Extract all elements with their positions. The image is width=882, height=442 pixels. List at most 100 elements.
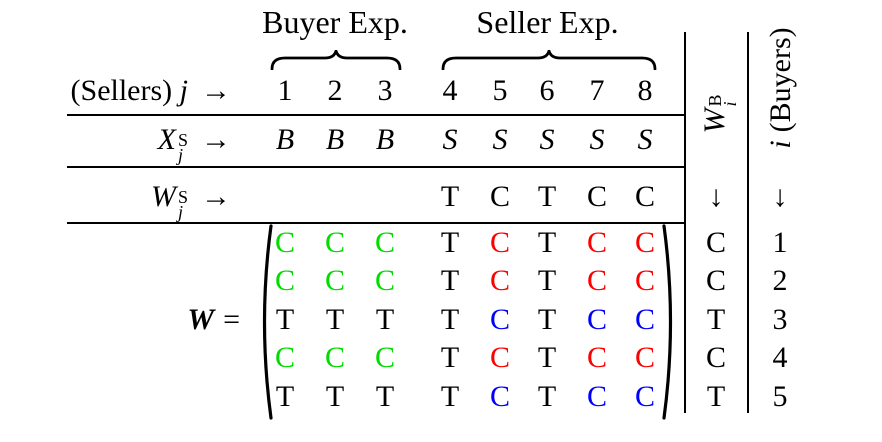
col-number: 7 xyxy=(589,74,605,107)
matrix-cell: C xyxy=(586,226,607,259)
matrix-cell: C xyxy=(374,264,395,297)
matrix-cell: C xyxy=(489,226,510,259)
matrix-cell: C xyxy=(634,380,655,413)
seller-exp-brace-icon xyxy=(441,50,657,70)
matrix-cell: T xyxy=(275,303,295,336)
col-number: 3 xyxy=(377,74,393,107)
matrix-cell: C xyxy=(586,380,607,413)
matrix-row: T T T T C T C C T 5 xyxy=(0,377,882,417)
buyer-index: 2 xyxy=(772,264,788,297)
buyer-exp-brace-icon xyxy=(270,50,402,70)
x-value: S xyxy=(589,123,605,156)
col-number: 6 xyxy=(539,74,555,107)
horizontal-rule xyxy=(67,222,685,224)
matrix-cell: C xyxy=(324,264,345,297)
col-number: 2 xyxy=(327,74,343,107)
matrix-cell: C xyxy=(274,264,295,297)
col-number: 1 xyxy=(277,74,293,107)
x-value: S xyxy=(539,123,555,156)
x-value: S xyxy=(637,123,653,156)
matrix-cell: T xyxy=(440,226,460,259)
matrix-row: C C C T C T C C C 2 xyxy=(0,261,882,301)
right-arrow-icon: → xyxy=(201,180,231,213)
ws-value: C xyxy=(634,180,655,213)
matrix-cell: T xyxy=(440,264,460,297)
close-paren-icon xyxy=(662,224,673,420)
horizontal-rule xyxy=(67,166,685,168)
horizontal-rule xyxy=(67,114,685,116)
ws-value: T xyxy=(440,180,460,213)
matrix-cell: C xyxy=(324,226,345,259)
equals-sign: = xyxy=(223,303,240,336)
seller-exp-header: Seller Exp. xyxy=(476,4,619,40)
matrix-row: C C C T C T C C C 1 xyxy=(0,223,882,263)
down-arrow-icon: ↓ xyxy=(708,180,724,213)
ws-value: C xyxy=(586,180,607,213)
matrix-cell: C xyxy=(586,303,607,336)
matrix-cell: C xyxy=(374,226,395,259)
matrix-cell: T xyxy=(537,341,557,374)
wb-value: C xyxy=(705,264,726,297)
wb-value: C xyxy=(705,226,726,259)
matrix-cell: C xyxy=(586,264,607,297)
ws-value: C xyxy=(489,180,510,213)
matrix-cell: C xyxy=(634,303,655,336)
x-value: B xyxy=(375,123,395,156)
ws-value: T xyxy=(537,180,557,213)
matrix-cell: T xyxy=(275,380,295,413)
buyers-column-header: i(Buyers) xyxy=(764,27,797,149)
matrix-cell: T xyxy=(325,380,345,413)
wb-value: T xyxy=(706,303,726,336)
col-number: 4 xyxy=(442,74,458,107)
matrix-equation-label: W= xyxy=(120,300,240,340)
x-value: S xyxy=(492,123,508,156)
wb-value: T xyxy=(706,380,726,413)
matrix-cell: C xyxy=(489,264,510,297)
matrix-cell: C xyxy=(274,226,295,259)
matrix-cell: C xyxy=(489,380,510,413)
matrix-cell: C xyxy=(489,303,510,336)
matrix-cell: T xyxy=(537,303,557,336)
matrix-cell: T xyxy=(537,264,557,297)
right-arrow-icon: → xyxy=(201,74,231,107)
wb-value: C xyxy=(705,341,726,374)
matrix-cell: C xyxy=(274,341,295,374)
buyer-index: 3 xyxy=(772,303,788,336)
matrix-row: C C C T C T C C C 4 xyxy=(0,338,882,378)
matrix-cell: T xyxy=(440,341,460,374)
matrix-cell: T xyxy=(537,380,557,413)
x-value: S xyxy=(442,123,458,156)
column-numbers-row: (Sellers) j → 1 2 3 4 5 6 7 8 xyxy=(0,71,882,111)
matrix-row: T T T T C T C C T 3 xyxy=(0,300,882,340)
matrix-cell: T xyxy=(325,303,345,336)
matrix-cell: C xyxy=(634,264,655,297)
buyer-index: 4 xyxy=(772,341,788,374)
x-value: B xyxy=(325,123,345,156)
matrix-cell: T xyxy=(440,303,460,336)
matrix-cell: C xyxy=(489,341,510,374)
x-value: B xyxy=(275,123,295,156)
matrix-cell: T xyxy=(440,380,460,413)
matrix-cell: C xyxy=(634,341,655,374)
matrix-cell: C xyxy=(324,341,345,374)
right-arrow-icon: → xyxy=(201,123,231,156)
buyer-index: 1 xyxy=(772,226,788,259)
sellers-row-label: (Sellers) j xyxy=(70,74,188,107)
buyer-exp-header: Buyer Exp. xyxy=(262,4,408,40)
vertical-rule xyxy=(684,32,686,413)
col-number: 8 xyxy=(637,74,653,107)
col-number: 5 xyxy=(492,74,508,107)
buyer-index: 5 xyxy=(772,380,788,413)
open-paren-icon xyxy=(262,224,273,420)
down-arrow-icon: ↓ xyxy=(772,180,788,213)
matrix-symbol: W xyxy=(187,303,215,336)
matrix-cell: C xyxy=(586,341,607,374)
matrix-cell: C xyxy=(634,226,655,259)
matrix-cell: T xyxy=(375,303,395,336)
